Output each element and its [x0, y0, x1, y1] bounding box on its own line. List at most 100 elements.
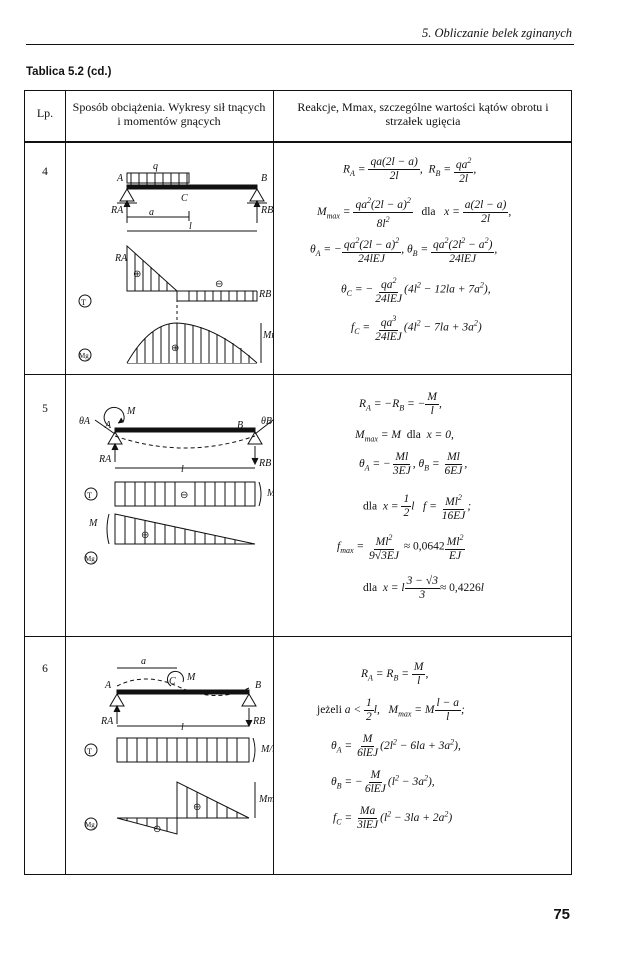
shear-hatching — [126, 738, 238, 762]
running-header: 5. Obliczanie belek zginanych — [422, 26, 572, 40]
row-5-formula-mmax: Mmax = M dla x = 0, — [355, 429, 454, 444]
label-m: M — [126, 406, 136, 417]
page-number: 75 — [553, 906, 570, 923]
deflection-curve — [114, 435, 256, 449]
shear-circle-icon — [84, 487, 98, 501]
row-4-lp: 4 — [42, 166, 48, 178]
label-q: q — [153, 161, 158, 172]
label-c: C — [181, 193, 188, 204]
label-ra-shear: RA — [114, 253, 128, 264]
shear-hatching — [134, 253, 254, 301]
label-ra: RA — [100, 716, 114, 727]
row-6-lp: 6 — [42, 663, 48, 675]
label-a-dim: a — [149, 207, 154, 218]
minus-sign: ⊖ — [180, 490, 188, 501]
label-l-dim: l — [181, 464, 184, 475]
plus-sign: ⊕ — [141, 530, 149, 541]
label-b-support: B — [261, 173, 267, 184]
support-b — [249, 188, 265, 202]
label-c: C — [169, 676, 176, 687]
label-a-dim: a — [141, 656, 146, 667]
row-divider-1 — [25, 374, 571, 375]
moment-hatching — [124, 516, 236, 544]
moment-circle-icon — [84, 817, 98, 831]
label-ra: RA — [110, 205, 124, 216]
label-a-support: A — [104, 420, 112, 431]
label-ml: M/l — [266, 488, 273, 499]
plus-sign: ⊕ — [133, 269, 141, 280]
deflection-curve — [116, 678, 250, 697]
label-t: T — [87, 747, 92, 756]
label-rb: RB — [252, 716, 265, 727]
header-divider — [25, 141, 571, 143]
label-rb-shear: RB — [258, 289, 271, 300]
label-m-moment: M — [88, 518, 98, 529]
support-b — [247, 431, 263, 445]
label-ml: M/l — [260, 744, 273, 755]
support-b — [241, 693, 257, 707]
plus-sign-moment: ⊕ — [171, 343, 179, 354]
label-m: M — [186, 672, 196, 683]
shear-circle-icon — [84, 743, 98, 757]
moment-hatching — [136, 323, 250, 363]
label-mmax: Mmax — [258, 794, 273, 805]
label-mg: Mg — [85, 555, 95, 563]
minus-sign: ⊖ — [153, 824, 161, 835]
col-divider-1 — [65, 91, 66, 874]
plus-sign: ⊕ — [193, 802, 201, 813]
row-6-diagram: a C M A B RA RB l M/l Mmax T Mg ⊕ ⊖ — [84, 656, 273, 835]
label-b-support: B — [237, 420, 243, 431]
support-a — [109, 693, 125, 707]
label-rb: RB — [260, 205, 273, 216]
label-l-dim: l — [181, 722, 184, 733]
label-rb: RB — [258, 458, 271, 469]
col-divider-2 — [273, 91, 274, 874]
label-b-support: B — [255, 680, 261, 691]
row-divider-2 — [25, 636, 571, 637]
shear-hatching — [124, 482, 246, 506]
minus-sign: ⊖ — [215, 279, 223, 290]
table-5-2: Lp. Sposób obciążenia. Wykresy sił tnący… — [24, 90, 572, 875]
beam — [116, 689, 250, 695]
table-caption: Tablica 5.2 (cd.) — [26, 66, 112, 78]
beam — [114, 427, 256, 433]
label-mg: Mg — [79, 352, 89, 360]
label-ra: RA — [98, 454, 112, 465]
label-mg: Mg — [85, 821, 95, 829]
row-4-diagram: q A B C a l RA RB RA RB T Mg Mmax ⊕ ⊖ ⊕ — [78, 161, 273, 364]
col-header-results: Reakcje, Mmax, szczególne wartości kątów… — [297, 100, 549, 128]
moment-circle-icon — [84, 551, 98, 565]
applied-moment-arc — [103, 406, 125, 427]
label-theta-b: θB — [261, 416, 272, 427]
header-rule — [26, 44, 574, 45]
support-a — [119, 188, 135, 202]
row-5-lp: 5 — [42, 403, 48, 415]
moment-hatching — [126, 787, 238, 831]
label-t: T — [87, 491, 92, 500]
label-t: T — [81, 298, 86, 307]
row-5-diagram: θA θB M A B RA RB l M/l M T Mg ⊖ ⊕ — [79, 406, 273, 565]
label-a-support: A — [104, 680, 112, 691]
beam — [126, 184, 258, 190]
col-header-loading: Sposób obciążenia. Wykresy sił tnących i… — [72, 100, 266, 128]
label-mmax: Mmax — [262, 330, 273, 341]
label-theta-a: θA — [79, 416, 91, 427]
shear-circle-icon — [78, 294, 92, 308]
distributed-load-arrows — [130, 173, 188, 185]
label-l-dim: l — [189, 221, 192, 232]
